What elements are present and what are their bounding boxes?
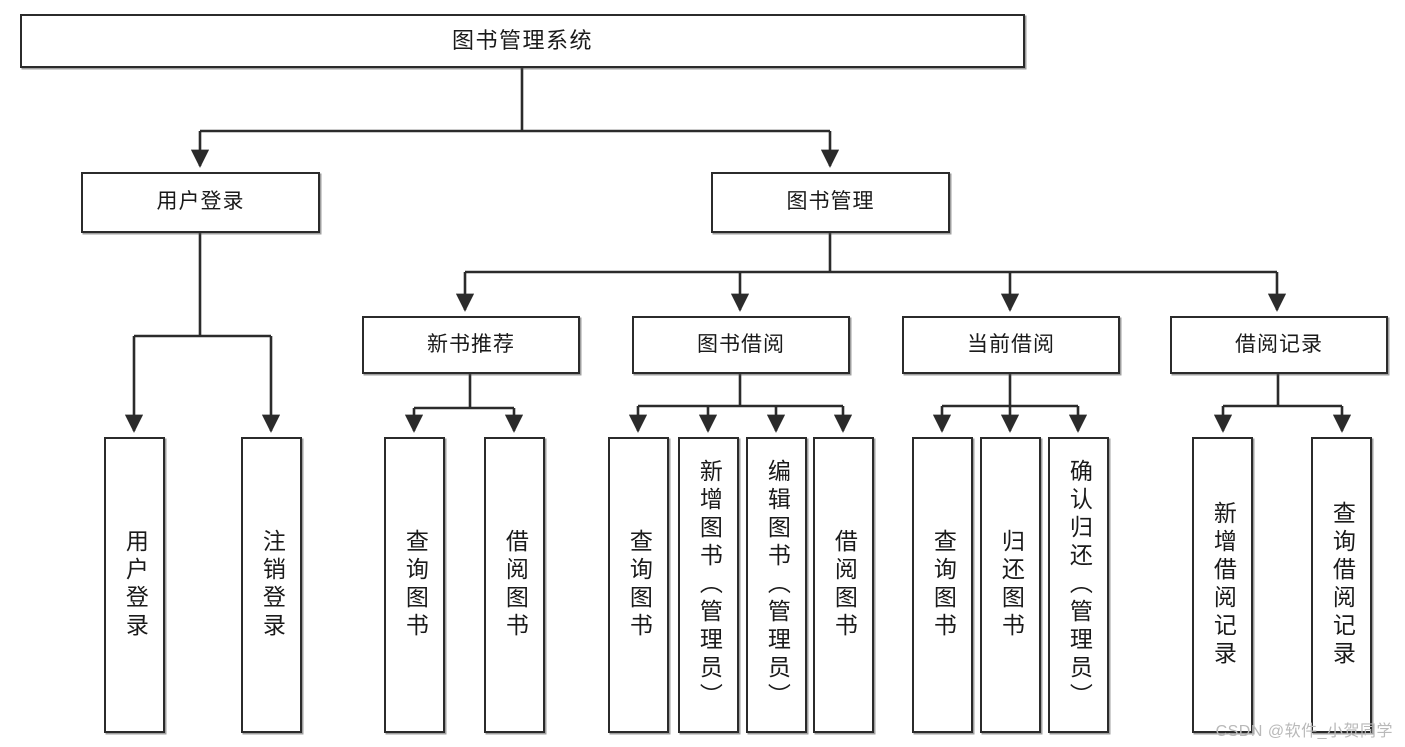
node-label: 确认归还（管理员） <box>1066 459 1093 711</box>
node-label: 查询借阅记录 <box>1329 501 1356 669</box>
node-leaf-edit-book-admin[interactable]: 编辑图书（管理员） <box>746 437 807 733</box>
node-borrowing-record[interactable]: 借阅记录 <box>1170 316 1388 374</box>
node-root-book-management-system[interactable]: 图书管理系统 <box>20 14 1025 68</box>
node-label: 借阅图书 <box>502 529 529 641</box>
node-user-login[interactable]: 用户登录 <box>81 172 320 233</box>
node-label: 新书推荐 <box>427 332 515 356</box>
node-book-borrowing[interactable]: 图书借阅 <box>632 316 850 374</box>
node-label: 新增借阅记录 <box>1210 501 1237 669</box>
node-label: 编辑图书（管理员） <box>764 459 791 711</box>
node-label: 新增图书（管理员） <box>696 459 723 711</box>
node-leaf-borrow-book-newbook[interactable]: 借阅图书 <box>484 437 545 733</box>
node-label: 查询图书 <box>626 529 653 641</box>
node-label: 注销登录 <box>259 529 286 641</box>
node-label: 图书管理系统 <box>451 28 593 54</box>
node-label: 查询图书 <box>930 529 957 641</box>
node-leaf-query-book-newbook[interactable]: 查询图书 <box>384 437 445 733</box>
node-leaf-user-login[interactable]: 用户登录 <box>104 437 165 733</box>
node-label: 图书管理 <box>786 190 875 214</box>
node-leaf-query-book-borrow[interactable]: 查询图书 <box>608 437 669 733</box>
node-book-management[interactable]: 图书管理 <box>711 172 950 233</box>
node-leaf-borrow-book[interactable]: 借阅图书 <box>813 437 874 733</box>
watermark-text: CSDN @软件_小贺同学 <box>1215 723 1393 740</box>
node-new-book-recommendation[interactable]: 新书推荐 <box>362 316 580 374</box>
node-current-borrowing[interactable]: 当前借阅 <box>902 316 1120 374</box>
node-leaf-query-book-current[interactable]: 查询图书 <box>912 437 973 733</box>
node-label: 借阅图书 <box>831 529 858 641</box>
node-label: 用户登录 <box>156 190 245 214</box>
node-label: 查询图书 <box>402 529 429 641</box>
node-leaf-add-borrow-record[interactable]: 新增借阅记录 <box>1192 437 1253 733</box>
node-leaf-confirm-return-admin[interactable]: 确认归还（管理员） <box>1048 437 1109 733</box>
node-label: 图书借阅 <box>697 332 785 356</box>
node-leaf-query-borrow-record[interactable]: 查询借阅记录 <box>1311 437 1372 733</box>
node-label: 用户登录 <box>122 529 149 641</box>
node-leaf-logout[interactable]: 注销登录 <box>241 437 302 733</box>
node-leaf-add-book-admin[interactable]: 新增图书（管理员） <box>678 437 739 733</box>
node-label: 当前借阅 <box>967 332 1055 356</box>
node-label: 借阅记录 <box>1235 332 1323 356</box>
node-label: 归还图书 <box>998 529 1025 641</box>
node-leaf-return-book[interactable]: 归还图书 <box>980 437 1041 733</box>
